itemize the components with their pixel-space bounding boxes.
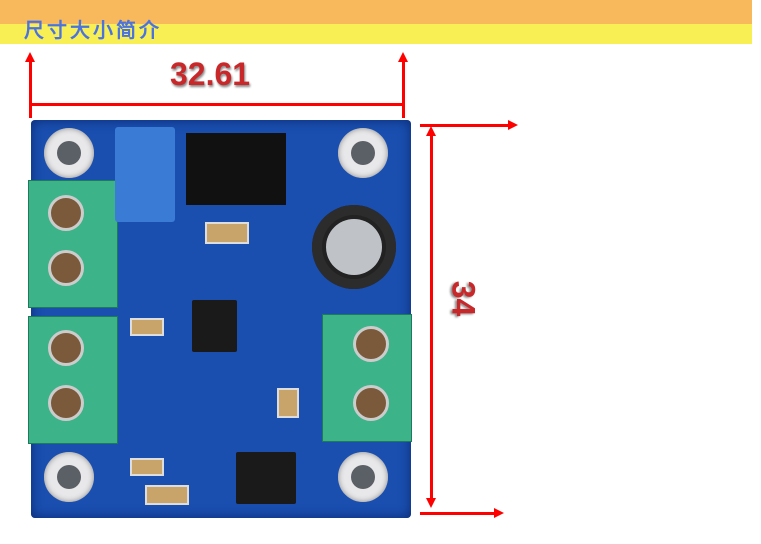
- screw: [353, 326, 389, 362]
- height-dimension-line: [430, 134, 433, 500]
- height-top-extension: [420, 124, 510, 127]
- width-right-extension: [402, 58, 405, 118]
- mounting-hole: [338, 128, 388, 178]
- smd-component: [277, 388, 299, 418]
- screw: [48, 250, 84, 286]
- screw: [48, 330, 84, 366]
- ic-chip: [236, 452, 296, 504]
- smd-component: [130, 318, 164, 336]
- width-dimension-line: [30, 103, 404, 106]
- header-bar-bottom: [0, 24, 752, 44]
- potentiometer: [115, 127, 175, 222]
- mounting-hole: [44, 128, 94, 178]
- arrow-up-icon: [398, 52, 408, 62]
- height-bottom-extension: [420, 512, 496, 515]
- mounting-hole: [44, 452, 94, 502]
- arrow-up-icon: [25, 52, 35, 62]
- mounting-hole: [338, 452, 388, 502]
- screw: [48, 195, 84, 231]
- section-title: 尺寸大小简介: [24, 18, 162, 42]
- width-left-extension: [29, 58, 32, 118]
- smd-component: [130, 458, 164, 476]
- electrolytic-capacitor: [312, 205, 396, 289]
- arrow-down-icon: [426, 498, 436, 508]
- width-label: 32.61: [170, 56, 251, 92]
- smd-component: [205, 222, 249, 244]
- voltage-regulator: [186, 133, 286, 205]
- ic-chip: [192, 300, 237, 352]
- header-bar-top: [0, 0, 752, 24]
- arrow-right-icon: [508, 120, 518, 130]
- screw: [48, 385, 84, 421]
- arrow-up-icon: [426, 126, 436, 136]
- screw: [353, 385, 389, 421]
- arrow-right-icon: [494, 508, 504, 518]
- height-label: 34: [445, 280, 482, 317]
- smd-component: [145, 485, 189, 505]
